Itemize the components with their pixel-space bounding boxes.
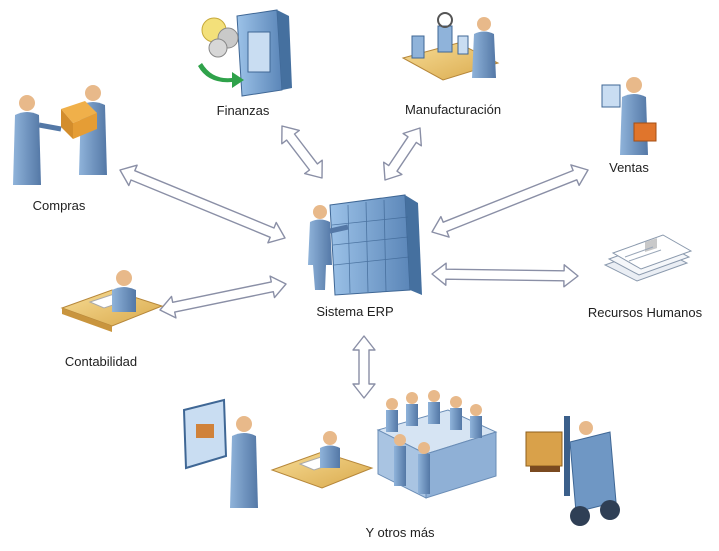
module-label-otros: Y otros más: [365, 525, 435, 540]
module-label-ventas: Ventas: [609, 160, 649, 175]
arrow-contabilidad: [159, 275, 287, 319]
misc-group-icon: [182, 390, 620, 526]
presenter-icon: [182, 398, 258, 508]
accounting-desk-icon: [60, 270, 164, 332]
module-label-contabilidad: Contabilidad: [64, 354, 138, 369]
arrow-recursos-humanos: [431, 262, 579, 288]
arrow-finanzas: [281, 125, 323, 179]
desk-worker-icon: [270, 431, 374, 489]
server-operator-icon: [308, 194, 422, 296]
arrow-ventas: [431, 164, 589, 238]
arrow-manufacturacion: [383, 127, 422, 181]
hr-documents-icon: [603, 234, 693, 282]
arrow-otros: [352, 335, 376, 399]
module-label-recursos-humanos: Recursos Humanos: [587, 305, 703, 320]
sales-person-icon: [601, 77, 657, 155]
center-label-sistema-erp: Sistema ERP: [316, 304, 394, 319]
module-label-manufacturacion: Manufacturación: [404, 102, 502, 117]
module-label-finanzas: Finanzas: [216, 103, 270, 118]
factory-line-icon: [401, 12, 500, 81]
connector-arrows: [119, 125, 589, 399]
module-label-compras: Compras: [32, 198, 86, 213]
purchase-handoff-icon: [13, 85, 107, 185]
meeting-group-icon: [376, 390, 498, 499]
finance-vault-icon: [198, 9, 292, 97]
arrow-compras: [119, 164, 286, 244]
forklift-icon: [525, 416, 620, 526]
